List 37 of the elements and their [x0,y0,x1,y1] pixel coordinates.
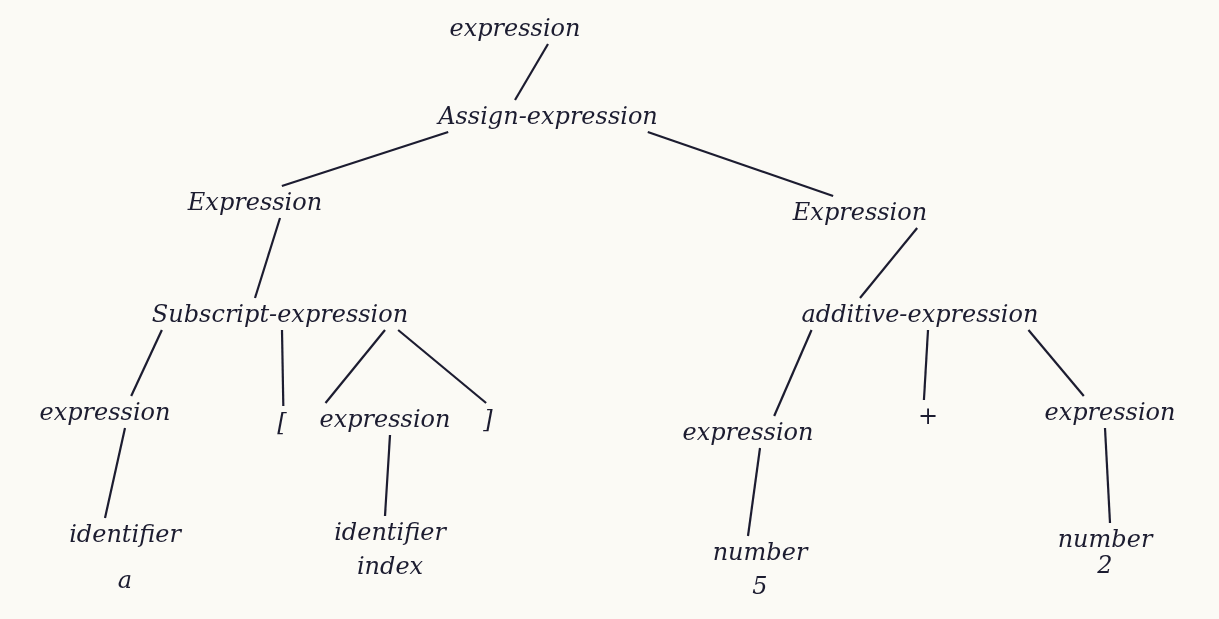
node-label: expression [319,405,451,433]
node-label: expression [449,14,581,42]
tree-branch-line [746,447,762,537]
value-label: a [116,566,134,594]
node-label: expression [682,418,814,446]
tree-branch-line [130,329,163,397]
tree-branch-line [1103,427,1112,524]
value-label: index [355,552,425,580]
node-label: Subscript-expression [151,300,409,328]
tree-branch-line [253,217,282,299]
node-label: number [712,538,808,566]
node-label: ] [483,405,493,433]
tree-branch-line [1027,329,1085,397]
node-label: number [1057,525,1153,553]
tree-branch-line [281,130,449,188]
node-label: additive-expression [801,300,1039,328]
tree-branch-line [103,427,127,519]
value-label: 5 [751,572,769,600]
tree-branch-line [324,329,386,404]
node-label: + [917,402,939,430]
node-label: expression [39,398,171,426]
tree-branch-line [514,43,549,101]
tree-branch-line [773,329,813,417]
value-label: 2 [1096,551,1114,579]
node-label: Expression [187,188,323,216]
node-label: expression [1044,398,1176,426]
node-label: Expression [792,198,928,226]
tree-branch-line [859,227,918,299]
tree-branch-line [397,329,487,404]
tree-branch-line [922,329,930,401]
node-label: [ [277,408,287,436]
tree-branch-line [647,130,834,198]
node-label: identifier [334,518,446,546]
node-label: Assign-expression [438,102,658,130]
node-label: identifier [69,520,181,548]
tree-branch-line [280,330,285,406]
tree-branch-line [383,434,392,517]
